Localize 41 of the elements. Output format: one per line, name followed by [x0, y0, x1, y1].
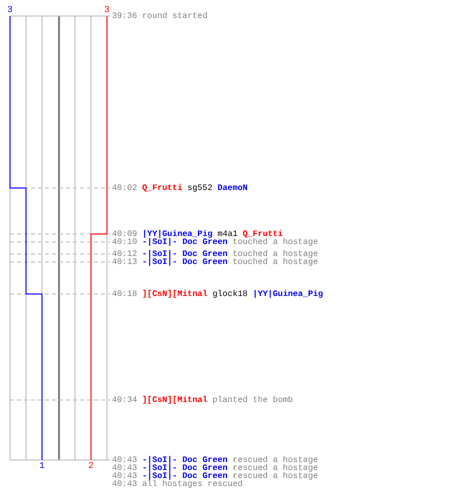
player-count: 3	[104, 5, 110, 15]
player-name: |YY|Guinea_Pig	[252, 290, 324, 298]
event-text: touched a hostage	[232, 250, 318, 258]
timestamp: 40:09	[112, 230, 138, 238]
player-name: ][CsN][Mitnal	[142, 290, 208, 298]
event-text: rescued a hostage	[232, 456, 318, 464]
weapon-name: glock18	[212, 290, 248, 298]
weapon-name: sg552	[187, 184, 212, 192]
timestamp: 40:02	[112, 184, 138, 192]
player-count: 3	[7, 5, 13, 15]
player-count: 2	[88, 461, 94, 471]
timestamp: 40:43	[112, 464, 138, 472]
event-text: all hostages rescued	[142, 480, 243, 488]
player-count: 1	[39, 461, 45, 471]
timestamp: 40:43	[112, 472, 138, 480]
event-text: planted the bomb	[212, 396, 293, 404]
event-text: touched a hostage	[232, 258, 318, 266]
weapon-name: m4a1	[218, 230, 238, 238]
player-name: -|SoI|- Doc Green	[142, 472, 228, 480]
player-name: ][CsN][Mitnal	[142, 396, 208, 404]
player-name: -|SoI|- Doc Green	[142, 238, 228, 246]
timestamp: 39:36	[112, 12, 138, 20]
timestamp: 40:12	[112, 250, 138, 258]
player-name: -|SoI|- Doc Green	[142, 456, 228, 464]
player-name: |YY|Guinea_Pig	[142, 230, 213, 238]
event-text: rescued a hostage	[232, 472, 318, 480]
event-text: touched a hostage	[232, 238, 318, 246]
timestamp: 40:18	[112, 290, 138, 298]
timestamp: 40:34	[112, 396, 138, 404]
player-name: -|SoI|- Doc Green	[142, 250, 228, 258]
event-text: rescued a hostage	[232, 464, 318, 472]
timestamp: 40:13	[112, 258, 138, 266]
player-name: Q_Frutti	[142, 184, 182, 192]
player-name: -|SoI|- Doc Green	[142, 258, 228, 266]
timestamp: 40:10	[112, 238, 138, 246]
event-text: round started	[142, 12, 208, 20]
player-name: Q_Frutti	[242, 230, 283, 238]
player-name: -|SoI|- Doc Green	[142, 464, 228, 472]
timestamp: 40:43	[112, 456, 138, 464]
player-name: DaemoN	[218, 184, 248, 192]
timestamp: 40:43	[112, 480, 138, 488]
